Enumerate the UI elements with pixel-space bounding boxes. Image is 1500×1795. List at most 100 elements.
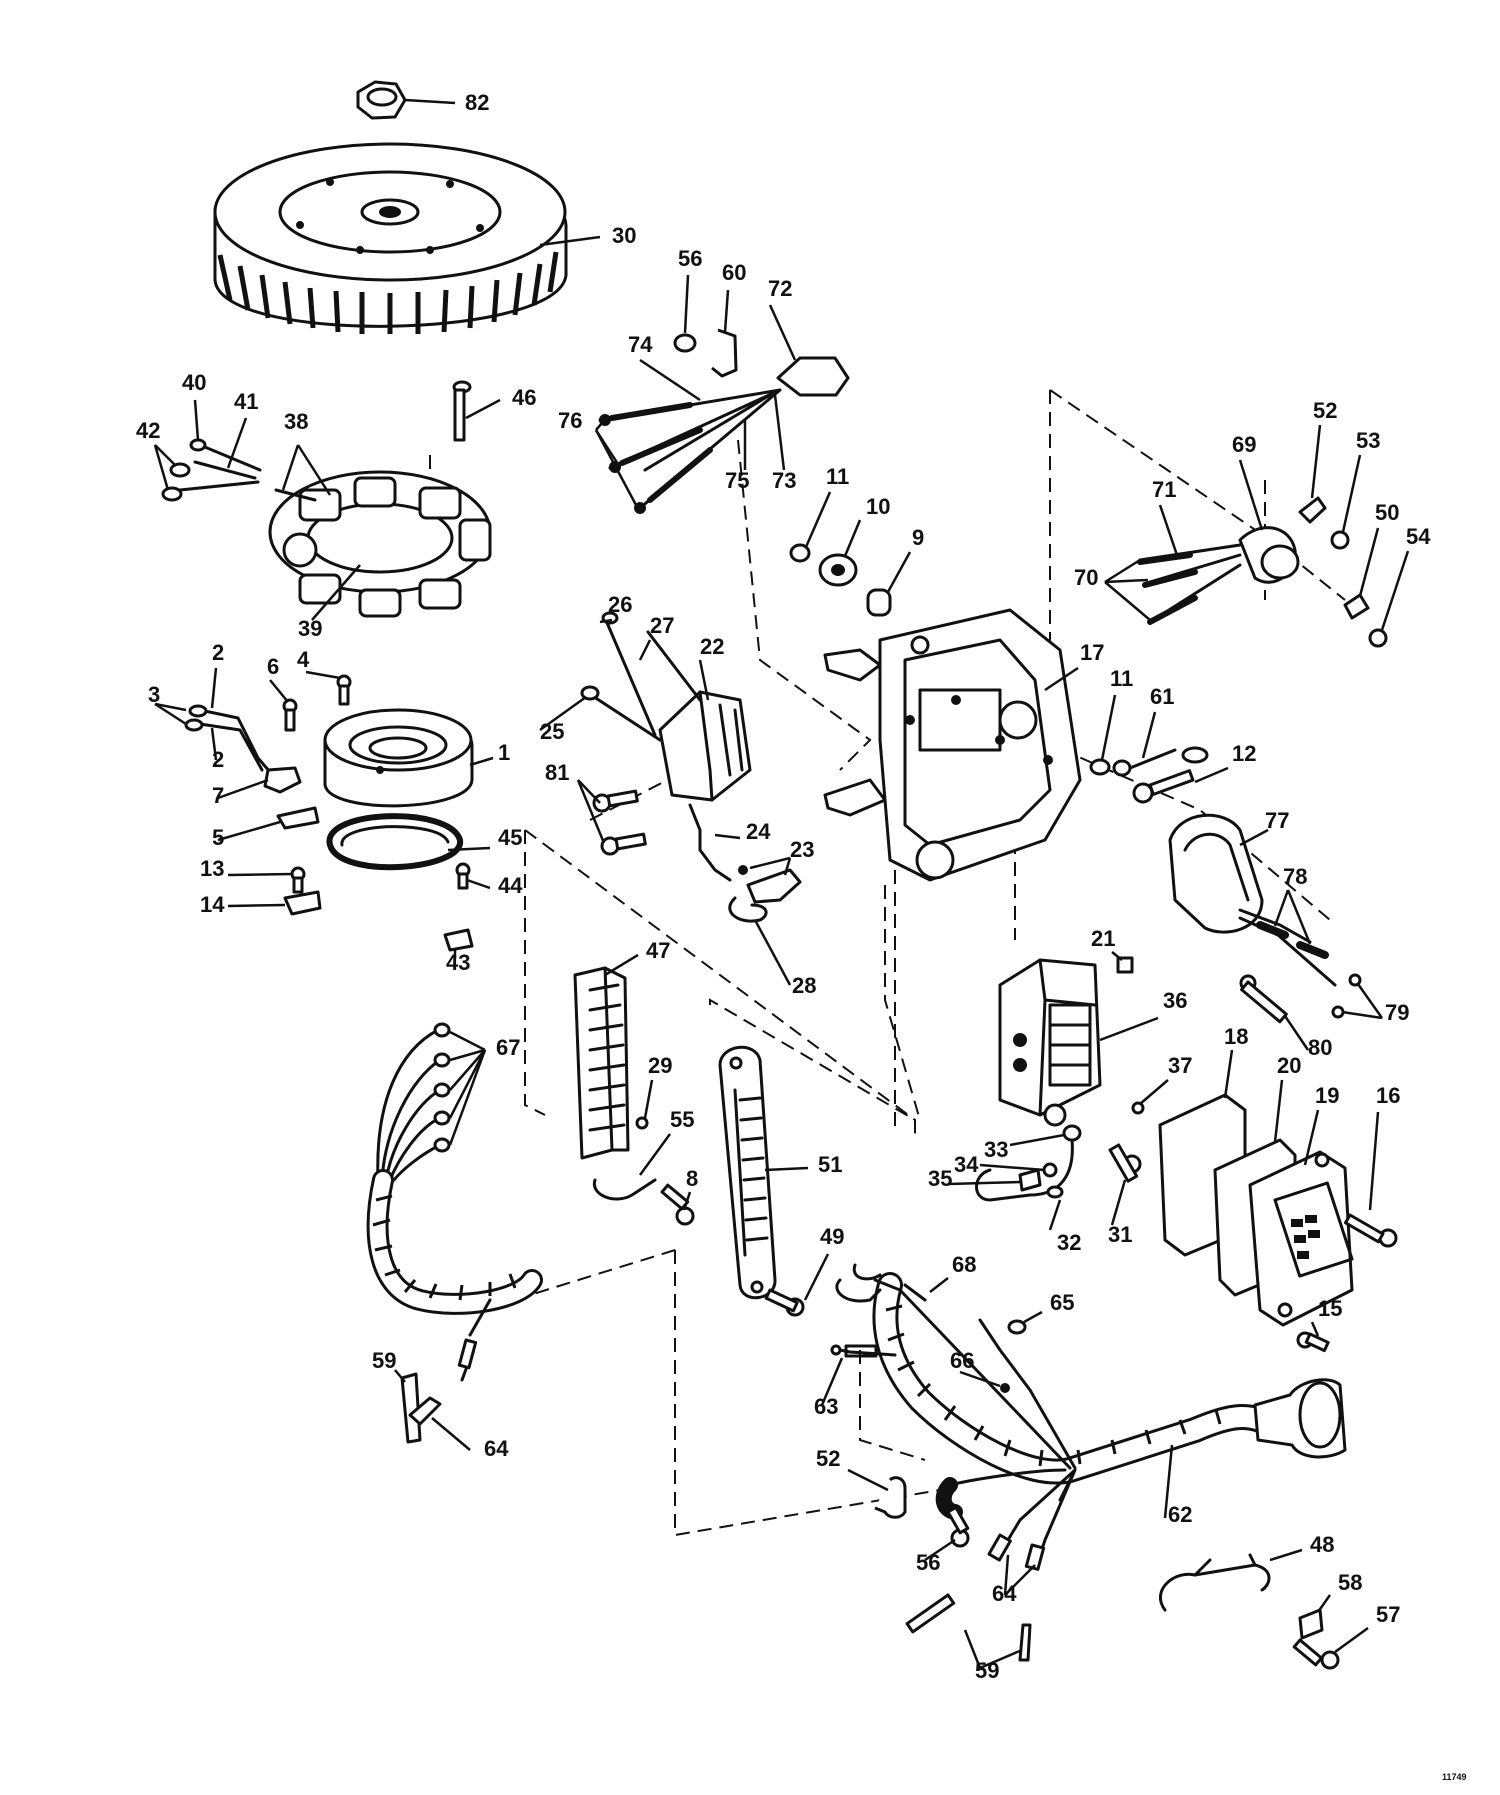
callout-69: 69 (1232, 432, 1256, 457)
callout-8: 8 (686, 1166, 698, 1191)
drawing-reference-number: 11749 (1442, 1772, 1467, 1782)
callout-45: 45 (498, 825, 522, 850)
callout-23: 23 (790, 837, 814, 862)
callout-56a: 56 (678, 246, 702, 271)
callout-72: 72 (768, 276, 792, 301)
cover-77 (1168, 813, 1384, 1051)
callout-26: 26 (608, 592, 632, 617)
terminal-block-36 (947, 951, 1169, 1231)
sensor-69 (1104, 459, 1300, 625)
callout-5: 5 (212, 825, 224, 850)
callout-34: 34 (954, 1152, 979, 1177)
callout-58: 58 (1338, 1570, 1362, 1595)
callout-78: 78 (1283, 864, 1307, 889)
lead-assembly-72 (594, 274, 850, 514)
callout-60: 60 (722, 260, 746, 285)
callout-18: 18 (1224, 1024, 1248, 1049)
callout-52b: 52 (816, 1446, 840, 1471)
alignment-lines (429, 389, 1346, 1537)
callout-79: 79 (1385, 1000, 1409, 1025)
nut-82 (356, 80, 456, 120)
callout-53: 53 (1356, 428, 1380, 453)
callout-75: 75 (725, 468, 749, 493)
callout-81: 81 (545, 760, 569, 785)
callout-63: 63 (814, 1394, 838, 1419)
callout-59b: 59 (975, 1658, 999, 1683)
callout-16: 16 (1376, 1083, 1400, 1108)
callout-71: 71 (1152, 477, 1176, 502)
callout-42: 42 (136, 418, 160, 443)
callout-47: 47 (646, 938, 670, 963)
ignition-coil-22 (539, 611, 802, 986)
callout-10: 10 (866, 494, 890, 519)
callout-7: 7 (212, 783, 224, 808)
stator-leads-41 (153, 399, 262, 502)
callout-80: 80 (1308, 1035, 1332, 1060)
callout-59a: 59 (372, 1348, 396, 1373)
screw-46 (452, 380, 501, 442)
callout-61: 61 (1150, 684, 1174, 709)
callout-25: 25 (540, 719, 564, 744)
callout-11b: 11 (1110, 666, 1133, 691)
callout-22: 22 (700, 634, 724, 659)
callout-33: 33 (984, 1137, 1008, 1162)
callout-4: 4 (297, 647, 310, 672)
callout-46: 46 (512, 385, 536, 410)
callout-29: 29 (648, 1053, 672, 1078)
bushings-9-10-11 (789, 491, 912, 617)
callout-43: 43 (446, 950, 470, 975)
callout-77: 77 (1265, 808, 1289, 833)
screw-12-washers (1089, 694, 1229, 804)
callout-9: 9 (912, 525, 924, 550)
callout-40: 40 (182, 370, 206, 395)
callout-67: 67 (496, 1035, 520, 1060)
callout-30: 30 (612, 223, 636, 248)
callout-74: 74 (628, 332, 653, 357)
main-wire-harness-62 (820, 1263, 1369, 1670)
terminal-board-47 (573, 953, 695, 1226)
callout-12: 12 (1232, 741, 1256, 766)
callout-54: 54 (1406, 524, 1431, 549)
terminal-strip-51 (718, 1045, 809, 1300)
callout-14: 14 (200, 892, 225, 917)
callout-38: 38 (284, 409, 308, 434)
callout-11a: 11 (826, 464, 849, 489)
callout-27: 27 (650, 613, 674, 638)
callout-15: 15 (1318, 1296, 1342, 1321)
callout-49: 49 (820, 1224, 844, 1249)
callout-48: 48 (1310, 1532, 1334, 1557)
callout-82: 82 (465, 90, 489, 115)
callout-17: 17 (1080, 640, 1104, 665)
callout-44: 44 (498, 873, 523, 898)
module-19 (1248, 1109, 1354, 1327)
callout-3: 3 (148, 682, 160, 707)
callout-2a: 2 (212, 640, 224, 665)
callout-55: 55 (670, 1107, 694, 1132)
harness-leads-67 (376, 1022, 487, 1182)
clip-52-53 (1298, 424, 1410, 648)
timer-base-1 (154, 667, 494, 842)
callout-20: 20 (1277, 1053, 1301, 1078)
callout-2b: 2 (212, 747, 224, 772)
callout-51: 51 (818, 1152, 842, 1177)
callout-35: 35 (928, 1166, 952, 1191)
callout-32: 32 (1057, 1230, 1081, 1255)
callout-41: 41 (234, 389, 258, 414)
callout-13: 13 (200, 856, 224, 881)
callout-56b: 56 (916, 1550, 940, 1575)
callout-19: 19 (1315, 1083, 1339, 1108)
callout-52a: 52 (1313, 398, 1337, 423)
callout-39: 39 (298, 616, 322, 641)
screw-49 (764, 1253, 830, 1317)
screw-15 (1296, 1321, 1330, 1353)
armature-plate-17 (823, 608, 1082, 882)
callout-64a: 64 (484, 1436, 509, 1461)
callout-65: 65 (1050, 1290, 1074, 1315)
callout-73: 73 (772, 468, 796, 493)
callout-21: 21 (1091, 926, 1115, 951)
callout-31: 31 (1108, 1222, 1132, 1247)
callout-70: 70 (1074, 565, 1098, 590)
callout-28: 28 (792, 973, 816, 998)
